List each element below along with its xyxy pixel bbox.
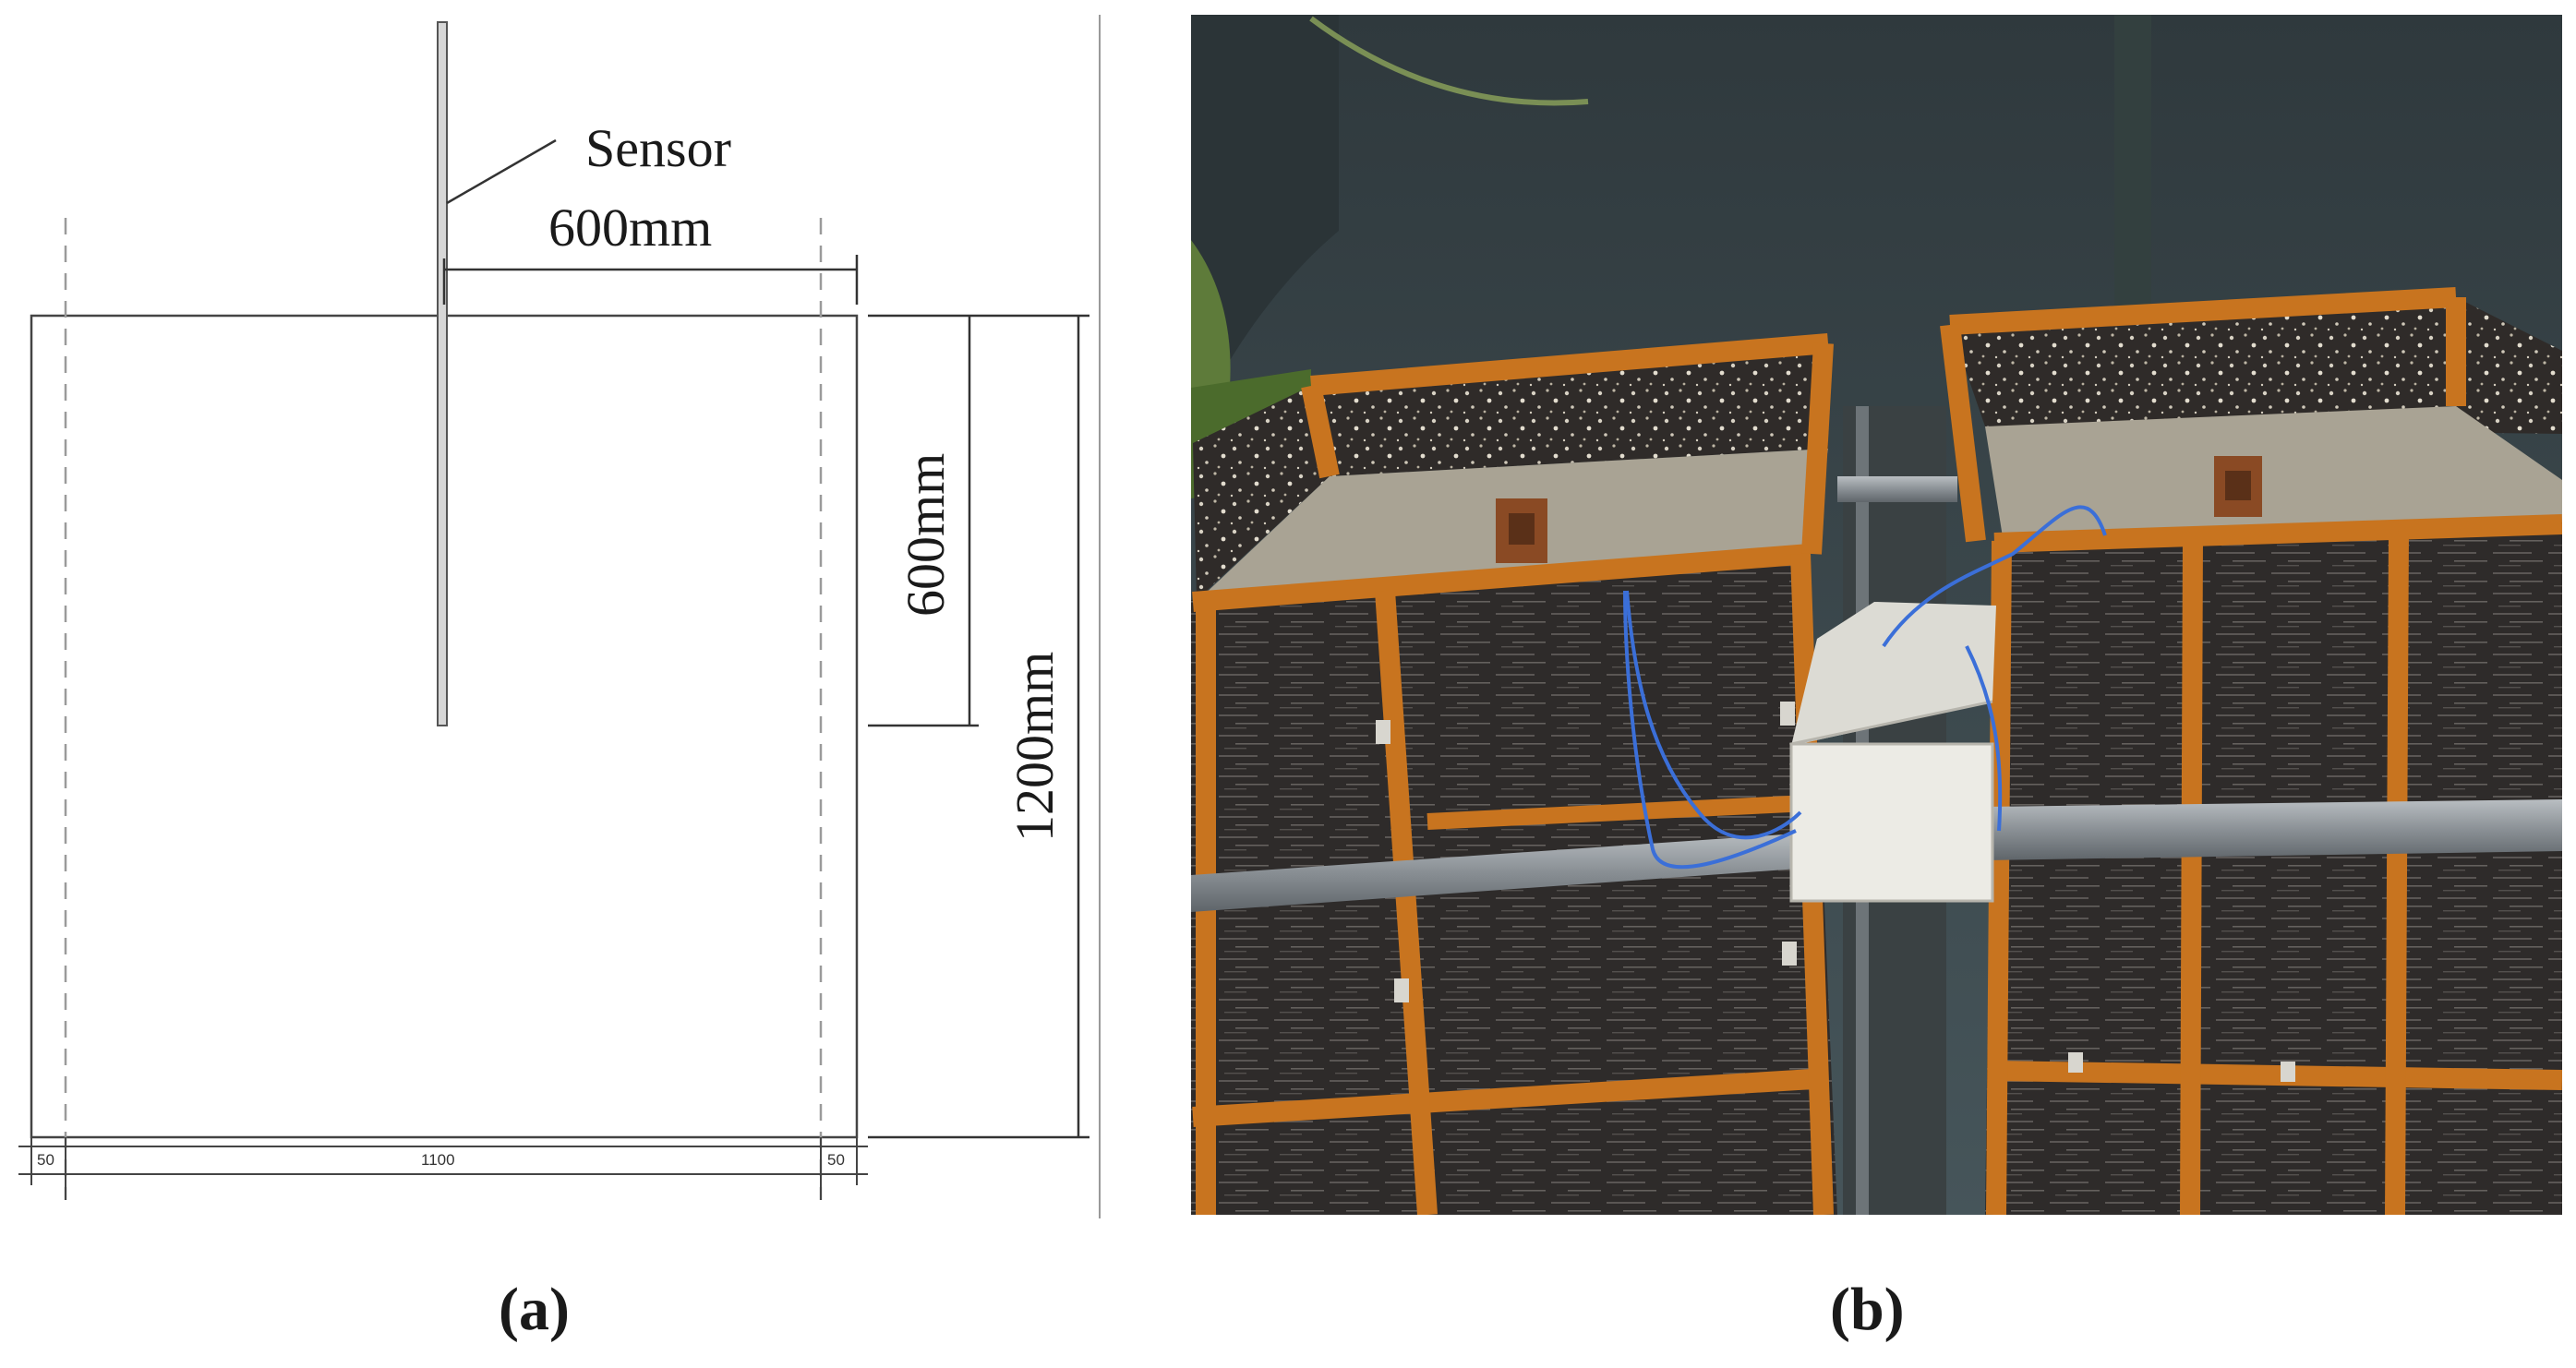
left-box-anchor-hole (1509, 513, 1535, 545)
right-box-anchor-hole (2225, 471, 2251, 500)
junction-box-lid (1791, 602, 1996, 746)
right-box-front-face (1985, 522, 2562, 1215)
sensor-rod (437, 21, 448, 726)
tank-shadow (1191, 15, 1339, 434)
pipe-right (1985, 799, 2562, 860)
junction-box-body (1789, 742, 1994, 903)
schematic-panel: Sensor 600mm 600mm 1200mm 50 1100 50 (a) (18, 15, 1101, 1343)
caption-b: (b) (1830, 1276, 1905, 1343)
sensor-label: Sensor (585, 118, 731, 178)
bottom-dim-right-label: 50 (827, 1151, 845, 1169)
tank-seam (2114, 15, 2151, 319)
right-box-frame (1940, 287, 2562, 1215)
caption-a: (a) (499, 1276, 570, 1343)
left-box-inner-rail (1426, 795, 1811, 830)
sensor-cables (1623, 505, 2107, 870)
right-box-back-wall (1950, 297, 2562, 434)
branch (1309, 16, 1589, 106)
pipe-left (1191, 831, 1837, 912)
bottom-dim-left-label: 50 (37, 1151, 54, 1169)
vertical-dimension-long-label: 1200mm (1005, 652, 1065, 842)
horizontal-dimension-label: 600mm (548, 198, 712, 258)
bottom-dim-middle-label: 1100 (421, 1151, 455, 1169)
formwork-clips (1376, 702, 2295, 1082)
left-box-side-wall (1193, 386, 1330, 600)
vertical-dimension-short-label: 600mm (896, 453, 956, 617)
pipe-top-connector (1837, 476, 1957, 502)
right-box-concrete-top (1985, 406, 2562, 543)
sensor-leader-line (446, 138, 557, 205)
junction-box-seam (1790, 700, 1993, 746)
photo-panel: (b) (1191, 15, 2562, 1343)
